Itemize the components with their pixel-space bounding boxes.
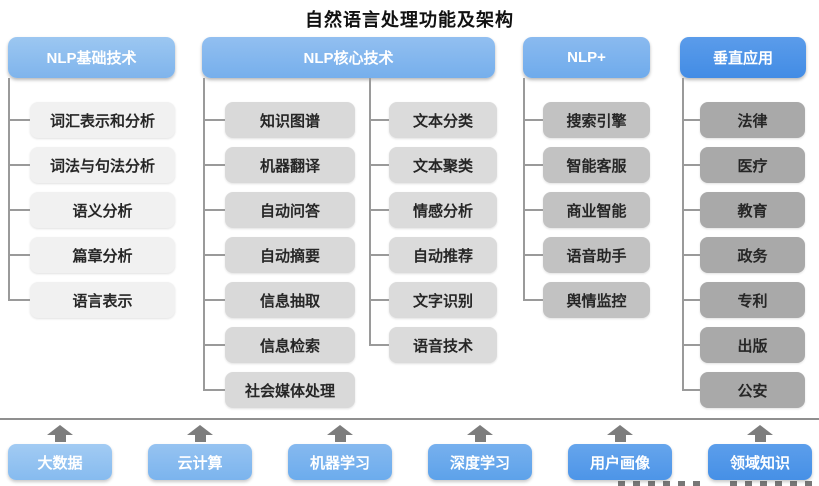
- foundation-row: 大数据 云计算 机器学习 深度学习 用户画像 领域知识: [8, 425, 812, 480]
- up-arrow-icon: [607, 425, 633, 442]
- up-arrow-icon: [747, 425, 773, 442]
- foundation-item: 大数据: [8, 425, 112, 480]
- foundation-item: 深度学习: [428, 425, 532, 480]
- watermark-fragment: [618, 481, 700, 486]
- column-nlp-plus: 搜索引擎 智能客服 商业智能 语音助手 舆情监控: [543, 102, 650, 327]
- tree-node: 词法与句法分析: [30, 147, 175, 183]
- tree-node: 专利: [700, 282, 805, 318]
- tree-node: 语言表示: [30, 282, 175, 318]
- tree-node: 医疗: [700, 147, 805, 183]
- column-header-nlp-core: NLP核心技术: [202, 37, 495, 78]
- foundation-box: 用户画像: [568, 444, 672, 480]
- connector-line: [8, 78, 10, 301]
- foundation-box: 机器学习: [288, 444, 392, 480]
- watermark-fragment: [730, 481, 818, 486]
- connector-line: [369, 78, 371, 346]
- tree-node: 语音助手: [543, 237, 650, 273]
- tree-node: 自动问答: [225, 192, 355, 228]
- tree-node: 舆情监控: [543, 282, 650, 318]
- tree-node: 政务: [700, 237, 805, 273]
- up-arrow-icon: [467, 425, 493, 442]
- up-arrow-icon: [327, 425, 353, 442]
- tree-node: 信息检索: [225, 327, 355, 363]
- tree-node: 文本聚类: [389, 147, 497, 183]
- tree-node: 文字识别: [389, 282, 497, 318]
- column-header-nlp-plus: NLP+: [523, 37, 650, 78]
- tree-node: 商业智能: [543, 192, 650, 228]
- foundation-box: 深度学习: [428, 444, 532, 480]
- connector-line: [682, 78, 684, 391]
- foundation-item: 领域知识: [708, 425, 812, 480]
- column-nlp-core-right: 文本分类 文本聚类 情感分析 自动推荐 文字识别 语音技术: [389, 102, 497, 372]
- tree-node: 搜索引擎: [543, 102, 650, 138]
- foundation-box: 云计算: [148, 444, 252, 480]
- diagram-title: 自然语言处理功能及架构: [305, 10, 514, 30]
- separator-line: [0, 418, 819, 420]
- column-vertical-apps: 法律 医疗 教育 政务 专利 出版 公安: [700, 102, 805, 417]
- tree-node: 出版: [700, 327, 805, 363]
- tree-node: 公安: [700, 372, 805, 408]
- connector-line: [203, 78, 205, 391]
- up-arrow-icon: [187, 425, 213, 442]
- foundation-box: 领域知识: [708, 444, 812, 480]
- tree-node: 自动推荐: [389, 237, 497, 273]
- tree-node: 智能客服: [543, 147, 650, 183]
- tree-node: 词汇表示和分析: [30, 102, 175, 138]
- connector-line: [523, 78, 525, 301]
- tree-node: 社会媒体处理: [225, 372, 355, 408]
- foundation-item: 云计算: [148, 425, 252, 480]
- column-header-vertical-apps: 垂直应用: [680, 37, 806, 78]
- tree-node: 情感分析: [389, 192, 497, 228]
- foundation-item: 用户画像: [568, 425, 672, 480]
- up-arrow-icon: [47, 425, 73, 442]
- foundation-item: 机器学习: [288, 425, 392, 480]
- tree-node: 自动摘要: [225, 237, 355, 273]
- tree-node: 信息抽取: [225, 282, 355, 318]
- foundation-box: 大数据: [8, 444, 112, 480]
- tree-node: 语音技术: [389, 327, 497, 363]
- tree-node: 法律: [700, 102, 805, 138]
- tree-node: 机器翻译: [225, 147, 355, 183]
- tree-node: 知识图谱: [225, 102, 355, 138]
- column-header-nlp-basic: NLP基础技术: [8, 37, 175, 78]
- tree-node: 文本分类: [389, 102, 497, 138]
- column-nlp-core-left: 知识图谱 机器翻译 自动问答 自动摘要 信息抽取 信息检索 社会媒体处理: [225, 102, 355, 417]
- column-nlp-basic: 词汇表示和分析 词法与句法分析 语义分析 篇章分析 语言表示: [30, 102, 175, 327]
- tree-node: 教育: [700, 192, 805, 228]
- tree-node: 篇章分析: [30, 237, 175, 273]
- tree-node: 语义分析: [30, 192, 175, 228]
